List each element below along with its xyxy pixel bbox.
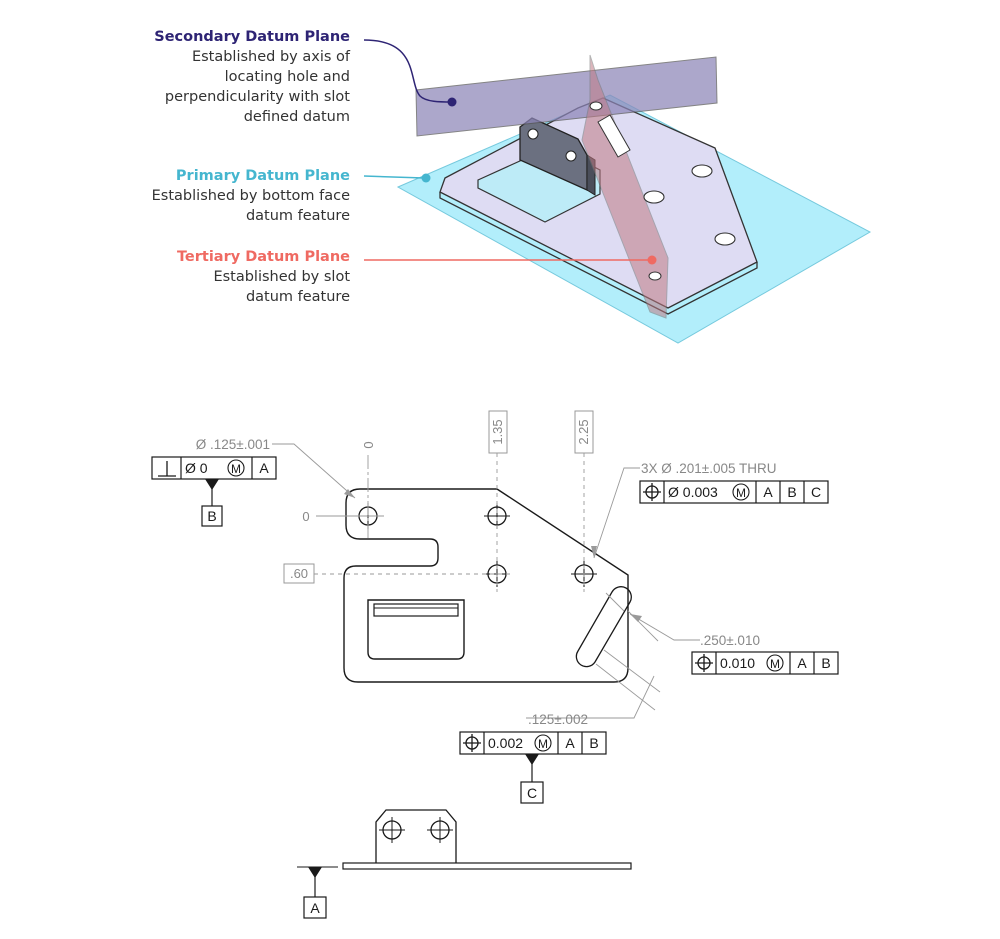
fcf-slot-position: 0.002 M A B xyxy=(459,731,607,755)
fcf-hole-position: Ø 0.003 M A B C xyxy=(639,480,829,504)
secondary-leader xyxy=(363,39,453,103)
perp-modifier: M xyxy=(231,462,241,476)
datum-b-symbol: B xyxy=(201,479,223,527)
slot-width-note: .250±.010 xyxy=(700,633,760,648)
secondary-desc-1: Established by axis of xyxy=(192,49,351,65)
secondary-datum-plane xyxy=(415,56,718,137)
secondary-desc-3: perpendicularity with slot xyxy=(165,89,350,105)
holes-tolerance: Ø 0.003 xyxy=(668,484,718,500)
side-view xyxy=(297,809,632,870)
slot-datum-a: A xyxy=(565,735,575,751)
tab-flange xyxy=(373,603,459,617)
ordinate-60: .60 xyxy=(290,566,308,581)
primary-desc-1: Established by bottom face xyxy=(152,188,350,204)
perp-datum-ref: A xyxy=(259,460,269,476)
slot-thickness-note: .125±.002 xyxy=(528,712,588,727)
slot xyxy=(575,586,632,668)
tertiary-callout: Tertiary Datum Plane Established by slot… xyxy=(177,249,350,305)
datum-a-label: A xyxy=(310,900,320,916)
thru-hole-note: 3X Ø .201±.005 THRU xyxy=(641,461,776,476)
perp-tolerance: Ø 0 xyxy=(185,460,208,476)
slot-tolerance: 0.002 xyxy=(488,735,523,751)
datum-c-symbol: C xyxy=(520,754,544,804)
slot-modifier: M xyxy=(538,737,548,751)
ordinate-135: 1.35 xyxy=(490,419,505,444)
datum-planes-illustration xyxy=(396,54,872,344)
fcf-slot-width: 0.010 M A B xyxy=(691,651,839,675)
primary-title: Primary Datum Plane xyxy=(176,168,350,184)
primary-desc-2: datum feature xyxy=(246,208,350,224)
primary-callout: Primary Datum Plane Established by botto… xyxy=(152,168,351,224)
secondary-desc-2: locating hole and xyxy=(225,69,350,85)
holes-datum-a: A xyxy=(763,484,773,500)
holes-modifier: M xyxy=(736,486,746,500)
slot-width-datum-b: B xyxy=(821,655,830,671)
fcf-perpendicularity: Ø 0 M A xyxy=(151,456,277,480)
ordinate-left-zero: 0 xyxy=(302,509,309,524)
slot-width-tolerance: 0.010 xyxy=(720,655,755,671)
ordinate-top-zero: 0 xyxy=(361,441,376,448)
datum-c-label: C xyxy=(527,785,537,801)
tertiary-desc-2: datum feature xyxy=(246,289,350,305)
secondary-title: Secondary Datum Plane xyxy=(154,29,350,45)
holes-datum-c: C xyxy=(811,484,821,500)
tertiary-title: Tertiary Datum Plane xyxy=(177,249,350,265)
tertiary-desc-1: Established by slot xyxy=(213,269,350,285)
slot-datum-b: B xyxy=(589,735,598,751)
datum-b-label: B xyxy=(207,508,216,524)
datum-a-symbol: A xyxy=(303,867,327,919)
secondary-desc-4: defined datum xyxy=(244,109,350,125)
engineering-drawing: 0 0 1.35 2.25 .60 Ø .125±.001 3X Ø .201±… xyxy=(151,410,839,919)
part-outline xyxy=(343,488,629,683)
ordinate-225: 2.25 xyxy=(576,419,591,444)
holes-datum-b: B xyxy=(787,484,796,500)
slot-width-modifier: M xyxy=(770,657,780,671)
hole-diameter-note: Ø .125±.001 xyxy=(196,437,270,452)
secondary-callout: Secondary Datum Plane Established by axi… xyxy=(154,29,351,125)
slot-width-datum-a: A xyxy=(797,655,807,671)
part-cutout xyxy=(367,599,465,660)
primary-leader xyxy=(363,175,425,179)
